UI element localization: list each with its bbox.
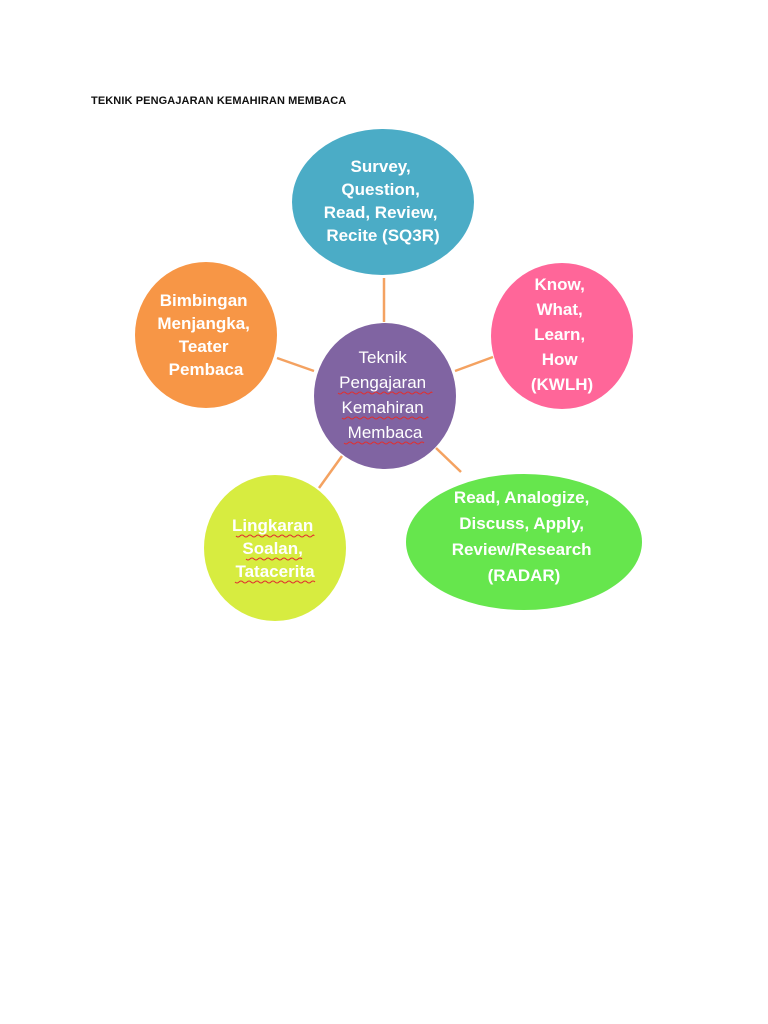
node-bimbingan-line-2: Menjangka, bbox=[157, 314, 250, 333]
node-radar-label: Read, Analogize, Discuss, Apply, Review/… bbox=[452, 488, 597, 585]
node-sq3r: Survey, Question, Read, Review, Recite (… bbox=[292, 129, 474, 275]
spellcheck-underline-icon bbox=[235, 534, 315, 538]
node-bimbingan-line-1: Bimbingan bbox=[160, 291, 248, 310]
node-lingkaran: Lingkaran Soalan, Tatacerita bbox=[204, 475, 346, 621]
node-bimbingan-label: Bimbingan Menjangka, Teater Pembaca bbox=[157, 291, 254, 379]
node-kwlh-line-2: What, bbox=[536, 300, 582, 319]
connector-bimbingan bbox=[276, 356, 315, 373]
node-bimbingan-shape bbox=[135, 262, 277, 408]
node-radar-line-4: (RADAR) bbox=[488, 566, 561, 585]
spellcheck-underline-icon bbox=[343, 441, 425, 445]
node-bimbingan-line-3: Teater bbox=[179, 337, 229, 356]
node-radar-line-3: Review/Research bbox=[452, 540, 592, 559]
node-kwlh-line-1: Know, bbox=[534, 275, 584, 294]
node-sq3r-line-3: Read, Review, bbox=[324, 203, 438, 222]
node-bimbingan: Bimbingan Menjangka, Teater Pembaca bbox=[135, 262, 277, 408]
node-sq3r-line-2: Question, bbox=[341, 180, 419, 199]
node-kwlh-label: Know, What, Learn, How (KWLH) bbox=[531, 275, 593, 394]
node-radar-line-2: Discuss, Apply, bbox=[459, 514, 584, 533]
connector-lingkaran bbox=[317, 455, 344, 489]
node-lingkaran-label: Lingkaran Soalan, Tatacerita bbox=[232, 516, 318, 581]
node-radar-line-1: Read, Analogize, bbox=[454, 488, 589, 507]
connectors bbox=[276, 278, 494, 489]
node-center-line-1: Teknik bbox=[359, 348, 408, 367]
node-sq3r-line-4: Recite (SQ3R) bbox=[326, 226, 439, 245]
node-kwlh-shape bbox=[491, 263, 633, 409]
node-kwlh-line-4: How bbox=[542, 350, 579, 369]
node-radar-shape bbox=[406, 474, 642, 610]
spellcheck-underline-icon bbox=[234, 580, 316, 584]
spellcheck-underline-icon bbox=[341, 416, 429, 420]
node-bimbingan-line-4: Pembaca bbox=[169, 360, 244, 379]
node-lingkaran-line-3: Tatacerita bbox=[235, 562, 315, 581]
spellcheck-underline-icon bbox=[245, 557, 303, 561]
node-center: Teknik Pengajaran Kemahiran Membaca bbox=[314, 323, 456, 469]
node-sq3r-line-1: Survey, bbox=[351, 157, 411, 176]
node-radar: Read, Analogize, Discuss, Apply, Review/… bbox=[406, 474, 642, 610]
node-center-label: Teknik Pengajaran Kemahiran Membaca bbox=[339, 348, 431, 442]
node-kwlh: Know, What, Learn, How (KWLH) bbox=[491, 263, 633, 409]
node-center-shape bbox=[314, 323, 456, 469]
connector-kwlh bbox=[454, 355, 494, 373]
node-lingkaran-line-2: Soalan, bbox=[242, 539, 302, 558]
node-kwlh-line-3: Learn, bbox=[534, 325, 585, 344]
spellcheck-underline-icon bbox=[337, 391, 433, 395]
node-kwlh-line-5: (KWLH) bbox=[531, 375, 593, 394]
node-lingkaran-line-1: Lingkaran bbox=[232, 516, 313, 535]
connector-radar bbox=[435, 447, 462, 473]
node-center-line-3: Kemahiran bbox=[342, 398, 424, 417]
node-sq3r-label: Survey, Question, Read, Review, Recite (… bbox=[324, 157, 442, 245]
page-title: TEKNIK PENGAJARAN KEMAHIRAN MEMBACA bbox=[91, 95, 347, 107]
node-lingkaran-shape bbox=[204, 475, 346, 621]
node-center-line-4: Membaca bbox=[348, 423, 423, 442]
node-sq3r-shape bbox=[292, 129, 474, 275]
node-center-line-2: Pengajaran bbox=[339, 373, 426, 392]
